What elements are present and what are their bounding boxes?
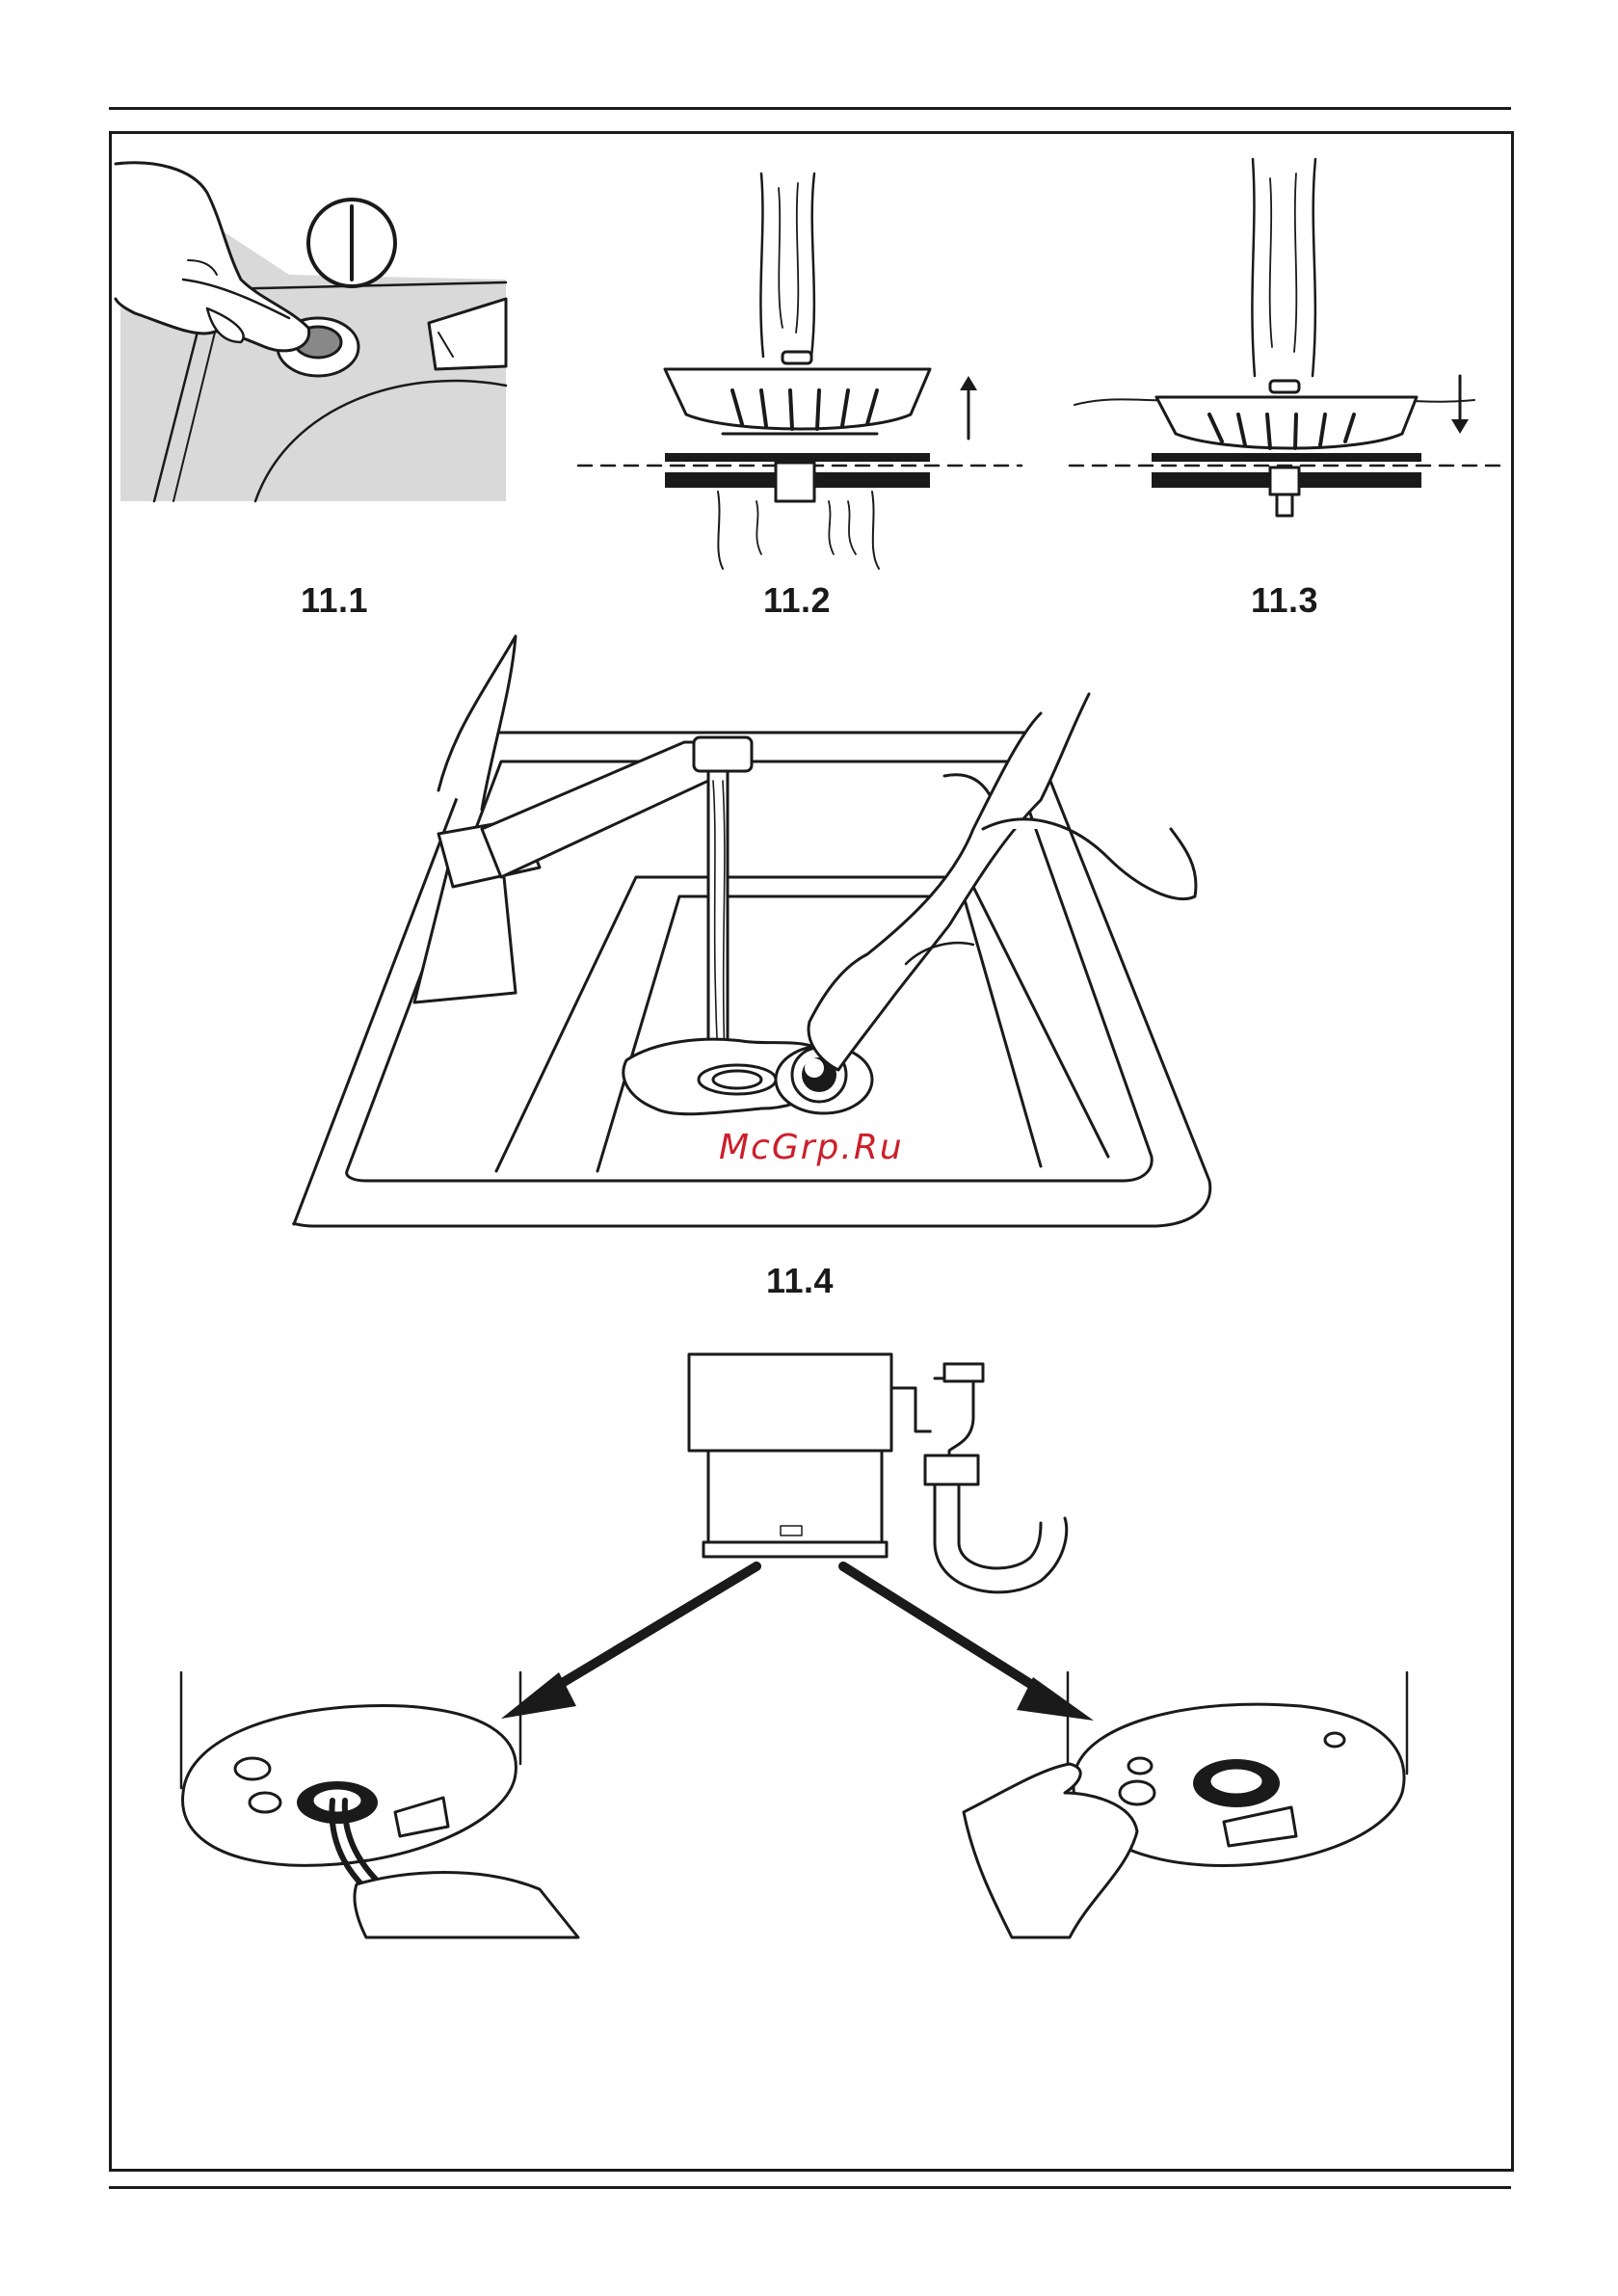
right-plate-illustration [964,1672,1407,1937]
figure-label-11-4: 11.4 [766,1261,834,1301]
disposer-illustration [689,1354,1067,1592]
figure-label-11-2: 11.2 [763,580,831,621]
arrows [501,1566,1094,1721]
watermark: McGrp.Ru [719,1128,904,1167]
figure-11-1-illustration [116,163,506,501]
figure-label-11-1: 11.1 [301,580,368,621]
figure-11-2-illustration [578,174,1021,569]
figure-11-3-illustration [1070,159,1503,516]
figure-label-11-3: 11.3 [1251,580,1318,621]
